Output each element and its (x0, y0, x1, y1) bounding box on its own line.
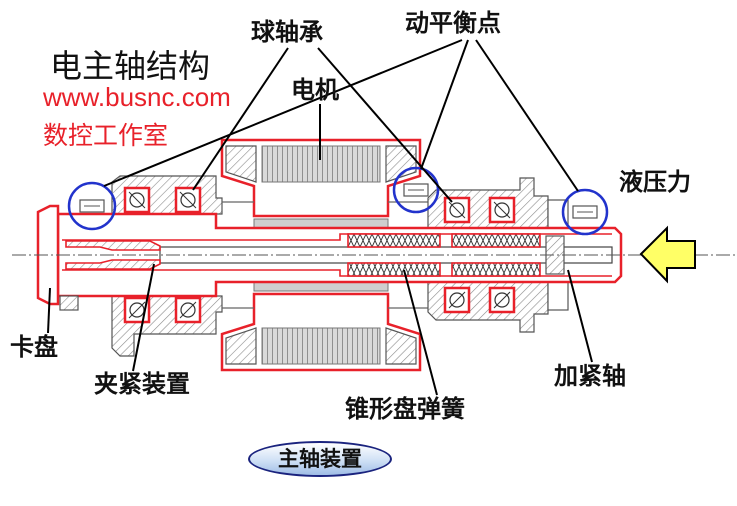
label-clamping-shaft: 加紧轴 (554, 362, 626, 390)
balance-point-marker-front (67, 181, 117, 231)
label-disc-spring: 锥形盘弹簧 (345, 395, 465, 423)
leader-balance-point-middle (420, 39, 469, 170)
bearing-contact-line (493, 291, 511, 309)
ball-bearing (443, 196, 471, 224)
balance-point-marker-rear (561, 188, 609, 236)
motor-winding-top-left (225, 145, 257, 183)
balance-point-marker-middle (392, 166, 440, 214)
hydraulic-force-arrow (639, 225, 696, 284)
label-motor: 电机 (291, 76, 339, 104)
bearing-contact-line (493, 201, 511, 219)
website-text: www.busnc.com (43, 82, 231, 112)
rear-cover-bottom (547, 281, 569, 311)
leader-disc-spring (403, 269, 438, 396)
disc-spring-stack (347, 262, 441, 277)
ball-bearing (174, 186, 202, 214)
ball-bearing (488, 196, 516, 224)
spindle-device-button-label: 主轴装置 (278, 446, 362, 471)
bearing-contact-line (179, 301, 197, 319)
bearing-contact-line (179, 191, 197, 209)
disc-spring-stack (347, 233, 441, 248)
ball-bearing (174, 296, 202, 324)
studio-text: 数控工作室 (43, 121, 169, 150)
leader-chuck (47, 287, 51, 334)
bearing-contact-line (448, 291, 466, 309)
chuck-jaw (59, 295, 79, 311)
bearing-contact-line (448, 201, 466, 219)
label-ball-bearing: 球轴承 (251, 18, 323, 46)
disc-spring-stack (451, 233, 541, 248)
bearing-contact-line (128, 191, 146, 209)
clamping-collet-bottom (65, 259, 161, 270)
motor-rotor-bottom (253, 281, 389, 292)
spindle-device-button[interactable]: 主轴装置 (248, 441, 392, 477)
disc-spring-stack (451, 262, 541, 277)
motor-winding-top-right (385, 145, 417, 183)
leader-balance-point-front (103, 39, 463, 187)
bearing-contact-line (128, 301, 146, 319)
leader-ball-bearing-rear (317, 47, 453, 203)
housing-shell-line (222, 201, 428, 309)
motor-core-bottom (261, 327, 381, 365)
leader-clamping-device (132, 263, 155, 372)
page-title: 电主轴结构 (50, 47, 211, 85)
clamping-collet-top (65, 240, 161, 251)
label-balance-point: 动平衡点 (405, 9, 501, 37)
label-clamping-device: 夹紧装置 (94, 370, 190, 398)
motor-winding-bottom-right (385, 327, 417, 365)
leader-ball-bearing-front (192, 47, 289, 191)
ball-bearing (443, 286, 471, 314)
leader-balance-point-rear (475, 39, 579, 192)
motor-rotor-top (253, 218, 389, 229)
ball-bearing (123, 186, 151, 214)
leader-clamping-shaft (567, 269, 593, 363)
ball-bearing (488, 286, 516, 314)
label-hydraulic-force: 液压力 (619, 168, 691, 196)
motor-winding-bottom-left (225, 327, 257, 365)
label-chuck: 卡盘 (10, 333, 58, 361)
